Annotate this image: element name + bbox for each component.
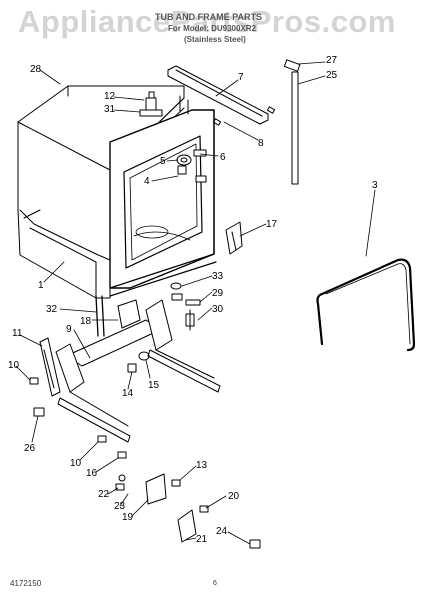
callout-15: 15 bbox=[148, 380, 160, 391]
diagram-title: TUB AND FRAME PARTS bbox=[155, 12, 262, 22]
variant-line: (Stainless Steel) bbox=[184, 35, 246, 44]
leveling-leg-drawing bbox=[29, 337, 61, 397]
callout-10a: 10 bbox=[8, 360, 20, 371]
callout-14: 14 bbox=[122, 388, 134, 399]
callout-10b: 10 bbox=[70, 458, 82, 469]
callout-4: 4 bbox=[144, 176, 150, 187]
callout-7: 7 bbox=[238, 72, 244, 83]
callout-31: 31 bbox=[104, 104, 116, 115]
callout-25: 25 bbox=[326, 70, 338, 81]
vent-strap-drawing bbox=[283, 59, 301, 185]
callout-28: 28 bbox=[30, 64, 42, 75]
callout-23: 23 bbox=[114, 501, 126, 512]
drawing-code: 4172150 bbox=[10, 579, 42, 588]
callout-6: 6 bbox=[220, 152, 226, 163]
callout-33: 33 bbox=[212, 271, 224, 282]
base-frame-drawing bbox=[55, 299, 221, 443]
callout-30: 30 bbox=[212, 304, 224, 315]
door-frame-drawing bbox=[109, 95, 217, 297]
callout-24: 24 bbox=[216, 526, 228, 537]
watermark: AppliancePartsPros.com bbox=[18, 4, 396, 39]
side-strut-drawing bbox=[95, 295, 141, 337]
callout-18: 18 bbox=[80, 316, 92, 327]
hinge-parts-drawing bbox=[139, 91, 207, 183]
callout-21: 21 bbox=[196, 534, 208, 545]
callout-13: 13 bbox=[196, 460, 208, 471]
callout-26: 26 bbox=[24, 443, 36, 454]
callout-8: 8 bbox=[258, 138, 264, 149]
callout-17: 17 bbox=[266, 219, 278, 230]
callout-27: 27 bbox=[326, 55, 338, 66]
fasteners-drawing bbox=[33, 407, 127, 491]
callout-1: 1 bbox=[38, 280, 44, 291]
lower-bracket-drawing bbox=[145, 473, 261, 549]
model-line: For Model: DU9300XR2 bbox=[168, 24, 257, 33]
callout-32: 32 bbox=[46, 304, 58, 315]
page-number: 6 bbox=[213, 580, 217, 587]
leader-lines bbox=[15, 61, 376, 545]
callout-11: 11 bbox=[12, 328, 23, 339]
door-gasket-drawing bbox=[316, 258, 416, 352]
callout-22: 22 bbox=[98, 489, 110, 500]
callout-20: 20 bbox=[228, 491, 240, 502]
base-parts-drawing bbox=[170, 282, 201, 331]
callout-labels: 28 12 31 7 27 25 8 6 5 4 3 17 1 33 29 30… bbox=[8, 55, 378, 545]
hinge-bracket-drawing bbox=[225, 221, 243, 255]
callout-19: 19 bbox=[122, 512, 134, 523]
callout-5: 5 bbox=[160, 156, 166, 167]
callout-9: 9 bbox=[66, 324, 72, 335]
callout-12: 12 bbox=[104, 91, 116, 102]
callout-29: 29 bbox=[212, 288, 224, 299]
callout-16: 16 bbox=[86, 468, 98, 479]
callout-3: 3 bbox=[372, 180, 378, 191]
